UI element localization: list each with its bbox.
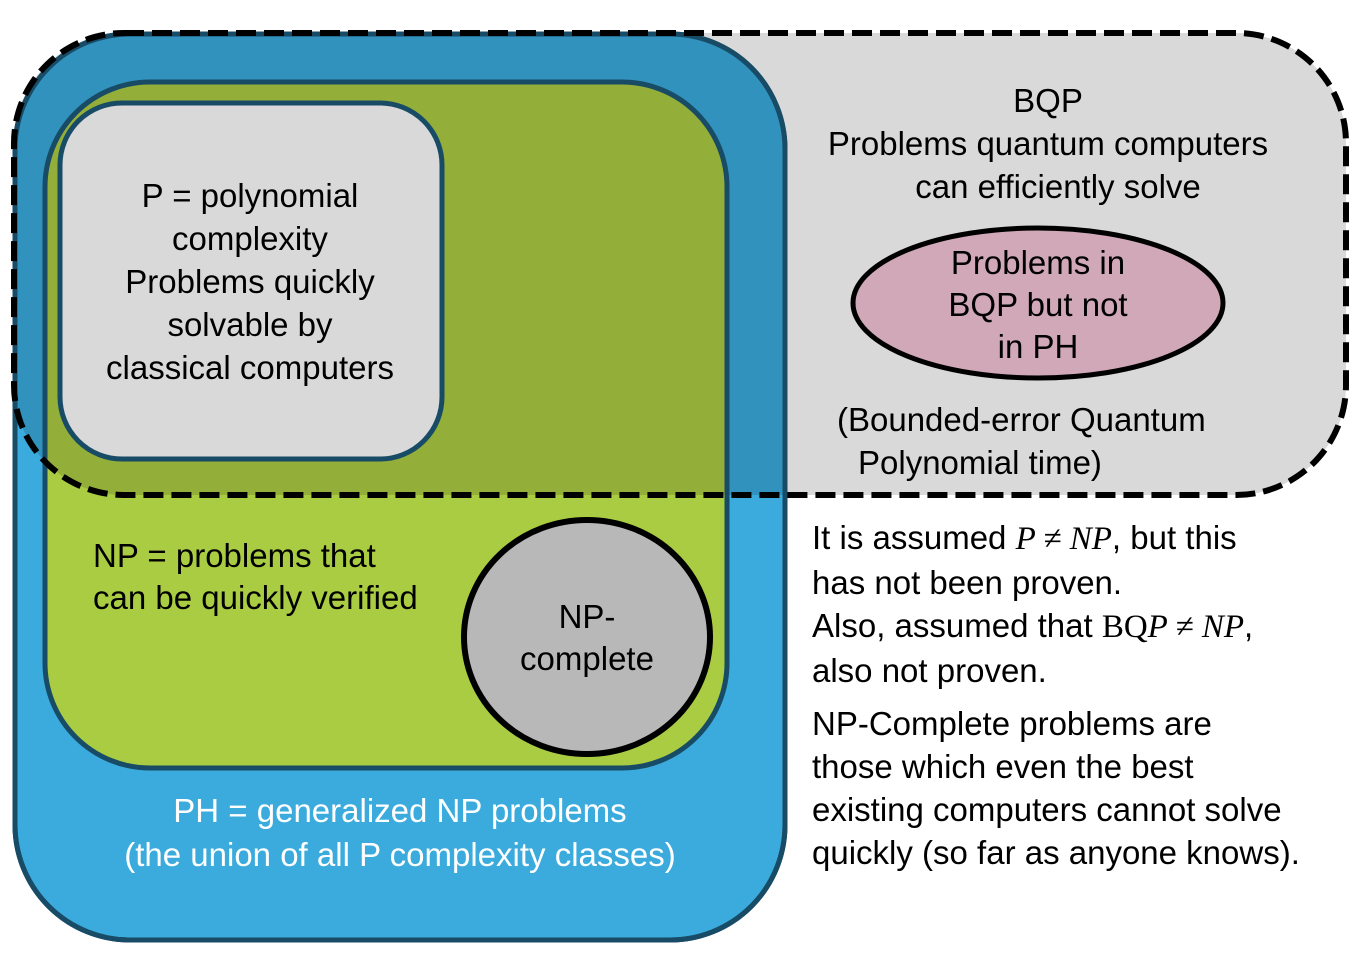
ph-label-line: PH = generalized NP problems <box>173 792 626 829</box>
note-text: existing computers cannot solve <box>812 791 1282 828</box>
bqp-title-line: can efficiently solve <box>915 168 1201 205</box>
p-label: P = polynomial complexity Problems quick… <box>106 177 394 386</box>
note-text: has not been proven. <box>812 564 1123 601</box>
bqp-title-line: BQP <box>1013 82 1083 119</box>
bqp-not-ph-label-line: BQP but not <box>948 286 1127 323</box>
np-complete-circle <box>461 517 713 757</box>
ph-label-line: (the union of all P complexity classes) <box>124 836 675 873</box>
assumption-note: It is assumed P ≠ NP, but this has not b… <box>812 516 1362 692</box>
math-p-neq-np: P ≠ NP <box>1015 521 1112 557</box>
note-text: , but this <box>1111 519 1237 556</box>
bqp-title-line: Problems quantum computers <box>828 125 1268 162</box>
p-label-line: complexity <box>172 220 328 257</box>
note-text: quickly (so far as anyone knows). <box>812 834 1300 871</box>
p-region <box>57 100 445 462</box>
note-text: It is assumed <box>812 519 1016 556</box>
np-label: NP = problems that can be quickly verifi… <box>93 537 418 616</box>
ph-label: PH = generalized NP problems (the union … <box>124 792 675 873</box>
np-outline <box>42 79 730 771</box>
note-text: also not proven. <box>812 652 1047 689</box>
p-label-line: classical computers <box>106 349 394 386</box>
math-bqp: BQ <box>1101 609 1148 645</box>
bqp-not-ph-label-line: Problems in <box>951 244 1125 281</box>
bqp-not-ph-ellipse <box>850 225 1226 381</box>
np-complete-label: NP- complete <box>520 598 654 677</box>
bqp-subtitle-line: Polynomial time) <box>858 444 1102 481</box>
bqp-subtitle: (Bounded-error Quantum Polynomial time) <box>837 401 1206 481</box>
note-text: those which even the best <box>812 748 1194 785</box>
notes-panel: It is assumed P ≠ NP, but this has not b… <box>812 516 1362 874</box>
bqp-subtitle-line: (Bounded-error Quantum <box>837 401 1206 438</box>
p-label-line: P = polynomial <box>142 177 359 214</box>
bqp-not-ph-label: Problems in BQP but not in PH <box>948 244 1127 365</box>
np-complete-label-line: NP- <box>559 598 616 635</box>
np-label-line: can be quickly verified <box>93 579 418 616</box>
bqp-not-ph-label-line: in PH <box>998 328 1079 365</box>
np-complete-label-line: complete <box>520 640 654 677</box>
np-label-line: NP = problems that <box>93 537 376 574</box>
bqp-label: BQP Problems quantum computers can effic… <box>828 82 1268 205</box>
note-text: NP-Complete problems are <box>812 705 1212 742</box>
note-text: , <box>1244 607 1254 644</box>
p-label-line: solvable by <box>167 306 333 343</box>
math-bqp-neq-np: P ≠ NP <box>1147 609 1245 645</box>
ph-outline <box>12 31 788 943</box>
np-complete-note: NP-Complete problems are those which eve… <box>812 702 1362 874</box>
note-text: Also, assumed that <box>812 607 1102 644</box>
p-label-line: Problems quickly <box>125 263 375 300</box>
bqp-dashed-outline <box>11 30 1349 498</box>
